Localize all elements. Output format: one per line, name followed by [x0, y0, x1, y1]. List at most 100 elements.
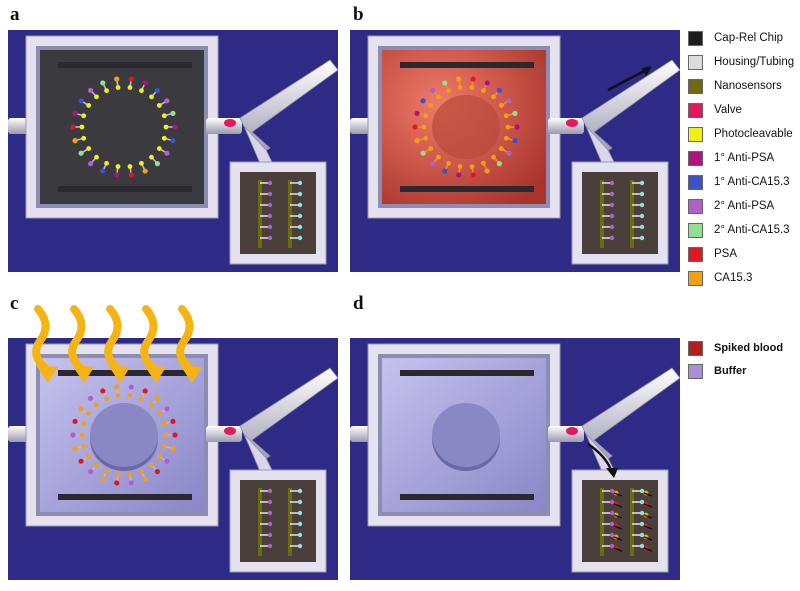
sensor-probe-head: [267, 191, 273, 197]
probe-head: [72, 446, 78, 452]
probe-base: [86, 411, 92, 416]
probe-head: [128, 76, 134, 82]
legend-item: Buffer: [688, 363, 746, 379]
light-arrow: [32, 305, 50, 373]
probe-base: [446, 88, 451, 94]
legend-swatch: [688, 54, 703, 70]
electrode-bottom: [400, 494, 534, 500]
probe-base: [149, 154, 154, 160]
probe-base: [469, 164, 475, 169]
sensor-probe-head: [267, 543, 273, 549]
light-arrow: [104, 305, 122, 373]
probe-head: [78, 98, 84, 104]
legend-swatch: [688, 30, 703, 46]
probe-head: [128, 172, 134, 178]
electrode-top: [400, 62, 534, 68]
outlet-tube: [548, 118, 584, 134]
probe-head: [128, 384, 134, 390]
probe-head: [142, 388, 148, 394]
probe-base: [149, 94, 154, 100]
probe-base: [115, 472, 121, 477]
probe-base: [436, 94, 441, 100]
probe-head: [484, 80, 490, 86]
probe-base: [491, 154, 496, 160]
legend-item: 1° Anti-CA15.3: [688, 174, 790, 190]
sensor-probe-head: [639, 213, 645, 219]
sensor-probe-head: [639, 543, 645, 549]
bound-antibody: [613, 514, 623, 519]
probe-head: [496, 87, 502, 93]
electrode-bottom: [400, 186, 534, 192]
sensor-probe-head: [267, 488, 273, 494]
legend-label: 1° Anti-CA15.3: [714, 176, 790, 188]
sensor-probe-head: [297, 191, 303, 197]
legend-item: 2° Anti-CA15.3: [688, 222, 790, 238]
sensor-probe-head: [639, 521, 645, 527]
sensor-probe-head: [267, 521, 273, 527]
valve: [224, 427, 236, 435]
probe-base: [127, 85, 133, 90]
probe-head: [154, 395, 160, 401]
sensor-chip: [240, 172, 316, 254]
probe-base: [156, 454, 162, 459]
probe-head: [170, 138, 176, 144]
legend-item: Photocleavable: [688, 126, 793, 142]
probe-head: [414, 110, 420, 116]
light-arrow-head: [72, 365, 94, 383]
sensor-probe-head: [297, 180, 303, 186]
sensor-probe-head: [609, 191, 615, 197]
probe-base: [139, 88, 144, 94]
probe-base: [79, 124, 85, 130]
probe-head: [114, 76, 120, 82]
nanosensor: [600, 488, 604, 556]
sensor-probe-head: [609, 202, 615, 208]
light-arrow-head: [36, 365, 58, 383]
nanosensor: [258, 180, 262, 248]
valve: [224, 119, 236, 127]
panel-letter-a: a: [10, 4, 20, 25]
panel-letter-d: d: [353, 293, 364, 314]
sensor-probe-head: [609, 521, 615, 527]
probe-base: [498, 103, 504, 108]
light-arrow-head: [108, 365, 130, 383]
probe-head: [412, 124, 418, 130]
probe-head: [88, 87, 94, 93]
legend-label: Nanosensors: [714, 80, 782, 92]
probe-head: [78, 150, 84, 156]
legend-swatch: [688, 340, 703, 356]
sensor-probe-head: [297, 202, 303, 208]
probe-head: [114, 172, 120, 178]
probe-base: [115, 164, 121, 169]
sensor-probe-head: [267, 224, 273, 230]
legend-item: 2° Anti-PSA: [688, 198, 774, 214]
bound-antibody: [643, 547, 653, 552]
legend-label: Buffer: [714, 365, 747, 377]
probe-head: [114, 480, 120, 486]
probe-head: [72, 418, 78, 424]
probe-base: [446, 160, 451, 166]
probe-base: [81, 443, 87, 449]
probe-base: [127, 393, 133, 398]
probe-base: [156, 103, 162, 108]
probe-base: [149, 402, 154, 408]
sensor-probe-head: [297, 499, 303, 505]
probe-head: [142, 168, 148, 174]
probe-base: [104, 468, 109, 474]
bound-antibody: [643, 503, 653, 508]
nanosensor: [600, 180, 604, 248]
probe-base: [86, 146, 92, 151]
electrode-top: [400, 370, 534, 376]
probe-base: [503, 113, 509, 119]
probe-head: [470, 172, 476, 178]
legend-swatch: [688, 150, 703, 166]
probe-head: [514, 124, 520, 130]
panel-letter-b: b: [353, 4, 364, 25]
flow-arrow-head: [642, 66, 652, 76]
probe-base: [156, 411, 162, 416]
outlet-tube: [206, 118, 242, 134]
probe-base: [428, 103, 434, 108]
probe-head: [142, 476, 148, 482]
probe-head: [170, 418, 176, 424]
panel-b-diagram: [350, 30, 680, 272]
nanosensor: [288, 180, 292, 248]
